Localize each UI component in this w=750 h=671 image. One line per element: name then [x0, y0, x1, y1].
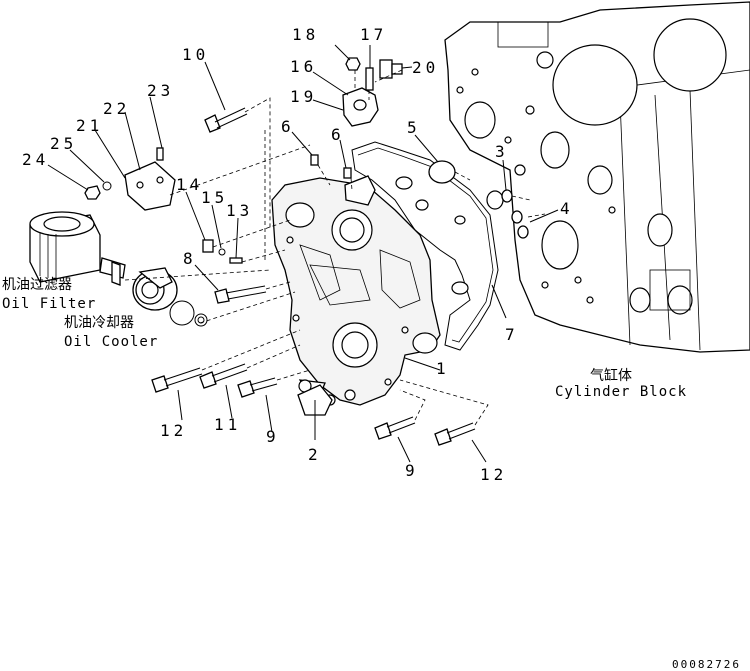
- plug-part-14: [202, 239, 214, 253]
- bolt-part-8: [214, 285, 267, 304]
- callout-7: 7: [505, 325, 519, 344]
- callout-12-left: 12: [160, 421, 187, 440]
- cylinder-block: [444, 1, 750, 353]
- oil-filter-label-en: Oil Filter: [2, 296, 96, 312]
- callout-numbers: 10 16 19 18 17 20 6 6 5 3 4 7 1 2 23 22 …: [22, 25, 574, 484]
- callout-2: 2: [308, 445, 322, 464]
- bolt-part-10: [204, 107, 248, 133]
- washer-25: [102, 181, 112, 191]
- callout-25: 25: [50, 134, 77, 153]
- pin-part-6b: [343, 167, 352, 179]
- dowel-part-4: [511, 210, 529, 239]
- o-ring-large: [169, 300, 195, 326]
- plug-part-20: [379, 59, 403, 79]
- callout-14: 14: [176, 175, 203, 194]
- callout-18: 18: [292, 25, 319, 44]
- bolt-part-12-left: [151, 367, 203, 393]
- bolt-part-18: [345, 57, 361, 71]
- callout-11: 11: [214, 415, 241, 434]
- bolt-part-17: [365, 67, 374, 91]
- cylinder-block-label-cn: 气缸体: [590, 367, 632, 384]
- bolt-part-11: [199, 363, 248, 389]
- oil-filter: [29, 211, 101, 283]
- pin-part-6a: [310, 154, 319, 166]
- callout-3: 3: [495, 142, 509, 161]
- callout-17: 17: [360, 25, 387, 44]
- leader-lines: [47, 44, 559, 463]
- oil-filter-label-cn: 机油过滤器: [2, 277, 72, 293]
- oil-cooler-label-en: Oil Cooler: [64, 334, 158, 350]
- cover-bolt-24: [84, 185, 101, 200]
- callout-15: 15: [201, 188, 228, 207]
- oil-cooler: [132, 267, 178, 311]
- callout-5: 5: [407, 118, 421, 137]
- front-gear-cover: [271, 175, 441, 406]
- bolt-part-9-right: [374, 416, 416, 440]
- washer-part-15: [218, 248, 226, 256]
- callout-12-right: 12: [480, 465, 507, 484]
- callout-8: 8: [183, 249, 197, 268]
- callout-6-right: 6: [331, 125, 345, 144]
- callout-1: 1: [436, 359, 450, 378]
- oil-cooler-label-cn: 机油冷却器: [64, 315, 134, 331]
- callout-13: 13: [226, 201, 253, 220]
- callout-22: 22: [103, 99, 130, 118]
- callout-23: 23: [147, 81, 174, 100]
- cylinder-block-label-en: Cylinder Block: [555, 384, 687, 400]
- filter-fitting: [99, 257, 126, 286]
- callout-6-left: 6: [281, 117, 295, 136]
- assembly-lines: [124, 69, 546, 426]
- o-ring-small: [194, 313, 208, 327]
- part-labels: 机油过滤器 Oil Filter 机油冷却器 Oil Cooler 气缸体 Cy…: [2, 277, 687, 400]
- callout-24: 24: [22, 150, 49, 169]
- drawing-code: 00082726: [672, 658, 741, 671]
- callout-21: 21: [76, 116, 103, 135]
- cover-bolt-23: [156, 147, 164, 161]
- callout-9-left: 9: [266, 427, 280, 446]
- seal-part-5: [428, 160, 456, 184]
- callout-10: 10: [182, 45, 209, 64]
- bolt-part-12-right: [434, 422, 476, 446]
- callout-9-right: 9: [405, 461, 419, 480]
- pin-part-13: [229, 257, 243, 264]
- bracket-part-16: [342, 87, 379, 127]
- callout-20: 20: [412, 58, 439, 77]
- callout-4: 4: [560, 199, 574, 218]
- bolt-part-9-left: [237, 377, 278, 398]
- pin-part-3: [501, 189, 513, 203]
- cooler-cover-plate: [124, 161, 176, 211]
- callout-16: 16: [290, 57, 317, 76]
- callout-19: 19: [290, 87, 317, 106]
